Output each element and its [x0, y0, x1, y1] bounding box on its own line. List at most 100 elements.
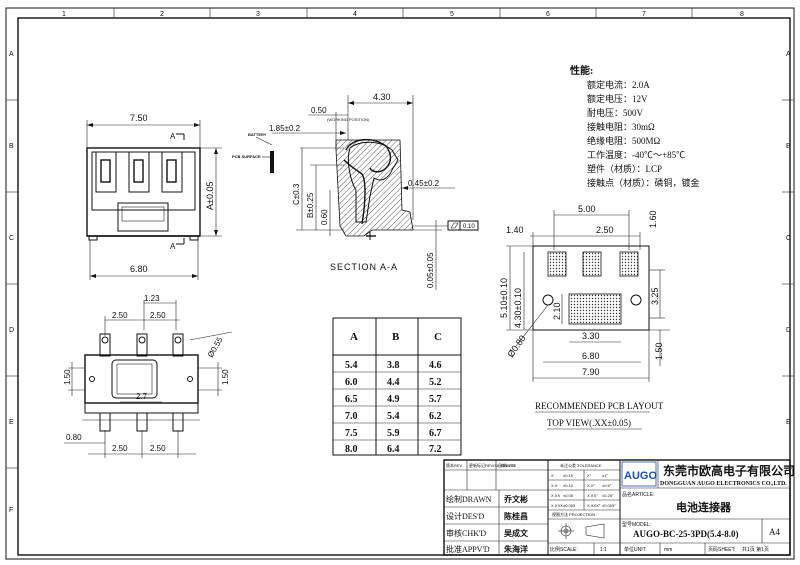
dim-pcb-160: 1.60	[648, 210, 658, 228]
table-cell: 4.4	[387, 377, 400, 388]
grid-row-e-right: E	[786, 419, 791, 426]
table-cell: 5.9	[387, 428, 400, 439]
check-label: 审核CHK'D	[446, 528, 486, 538]
table-cell: 7.5	[345, 428, 358, 439]
table-header-c: C	[434, 331, 442, 343]
model-label: 型号MODEL:	[622, 521, 651, 528]
spec-line: 接触电阻：30mΩ	[587, 121, 655, 132]
article-label: 品名ARTICLE:	[622, 491, 654, 498]
dim-pcb-330: 3.30	[582, 331, 600, 341]
dim-pcb-500: 5.00	[578, 204, 596, 214]
tol-cell: ±1°	[602, 473, 608, 478]
company-cn: 东莞市欧高电子有限公司	[663, 463, 795, 478]
dim-section-width: 4.30	[373, 92, 391, 102]
date-header: 日期DATE	[498, 462, 517, 468]
dim-pcb-250: 2.50	[596, 225, 614, 235]
table-header-b: B	[392, 331, 400, 343]
approve-label: 批准APPV'D	[446, 544, 490, 554]
grid-col-4: 4	[353, 11, 357, 18]
change-header: 更新标记REVISIONNOTE	[469, 462, 516, 468]
dim-bottom-080: 0.80	[66, 433, 82, 442]
grid-col-3: 3	[256, 11, 260, 18]
grid-row-a: A	[9, 51, 14, 58]
tol-cell: ±0.05	[563, 493, 574, 498]
table-cell: 5.4	[387, 411, 400, 422]
grid-col-7: 7	[642, 11, 646, 18]
pcb-subcaption: TOP VIEW(.XX±0.05)	[547, 418, 631, 428]
grid-row-b: B	[9, 143, 14, 150]
tol-cell: ±0.15	[563, 473, 574, 478]
title-block: 版本REV. 更新标记REVISIONNOTE 日期DATE 未注公差 TOLE…	[443, 459, 795, 556]
unit-label: 单位UNIT:	[624, 546, 647, 553]
drawn-by: 乔文彬	[503, 494, 528, 504]
tol-cell: ±0.10	[563, 483, 574, 488]
spec-line: 工作温度：-40℃～+85℃	[587, 149, 685, 160]
tol-cell: X°	[587, 473, 592, 478]
specs-block: 性能: 额定电流：2.0A 额定电压：12V 耐电压：500V 接触电阻：30m…	[569, 64, 700, 188]
grid-row-d-right: D	[786, 327, 791, 334]
dim-pcb-510: 5.10±0.10	[499, 278, 509, 318]
dim-section-offset: 0.50	[311, 106, 327, 115]
drawn-label: 绘制DRAWN	[446, 494, 492, 504]
unit-value: mm	[664, 547, 672, 553]
working-position-label: (WORKING POSITION)	[327, 117, 370, 122]
tol-cell: ±0.005	[563, 503, 576, 508]
design-label: 设计DES'D	[446, 511, 485, 521]
spec-line: 塑件（材质）：LCP	[587, 163, 662, 174]
table-cell: 5.2	[429, 377, 442, 388]
dim-pcb-hole: Ø0.80	[505, 333, 527, 359]
table-cell: 6.7	[429, 428, 442, 439]
spec-line: 耐电压：500V	[587, 107, 644, 118]
grid-row-e: E	[9, 419, 14, 426]
grid-col-1: 1	[62, 11, 66, 18]
tolerance-header: 未注公差 TOLERANCE	[560, 462, 602, 468]
grid-row-c-right: C	[786, 235, 791, 242]
dim-front-height: A±0.05	[205, 182, 215, 210]
grid-col-6: 6	[546, 11, 550, 18]
bottom-view: 1.23 2.50 2.50 Ø0.55 1.50 1.50	[63, 294, 233, 458]
grid-row-b-right: B	[786, 143, 791, 150]
dim-bottom-side-left: 1.50	[63, 369, 72, 385]
augo-logo-text: AUGO	[624, 470, 657, 482]
dim-pcb-325: 3.25	[650, 287, 660, 305]
outer-border	[5, 7, 795, 560]
rev-header: 版本REV.	[446, 462, 463, 468]
tol-cell: X.XXX°	[587, 503, 601, 508]
front-view: 7.50 A A A±0.05 6.80	[86, 113, 222, 280]
pcb-layout: 5.00 1.40 2.50 1.60 5.10±0.10 4.30±0.10 …	[499, 204, 670, 430]
dim-bottom-pitch-b: 2.50	[150, 311, 166, 320]
battery-label: BATTERY	[248, 132, 267, 137]
dim-section-flat: 0.05±0.05	[426, 252, 435, 288]
section-view: 4.30 0.50 (WORKING POSITION) 1.85±0.2 BA…	[232, 92, 479, 290]
augo-logo	[621, 461, 657, 487]
table-cell: 5.7	[429, 394, 442, 405]
pcb-surface-label: PCB SURFACE	[232, 154, 261, 159]
specs-title: 性能:	[569, 64, 593, 77]
table-cell: 6.0	[345, 377, 358, 388]
tol-cell: X	[551, 473, 554, 478]
projection-label: 视图方法 PROJECTION	[552, 511, 595, 517]
tol-cell: X.X°	[587, 483, 595, 488]
table-cell: 6.5	[345, 394, 358, 405]
dim-front-width: 7.50	[130, 113, 148, 123]
dim-pcb-790: 7.90	[582, 367, 600, 377]
dim-pcb-430: 4.30±0.10	[513, 288, 523, 328]
section-caption: SECTION A-A	[330, 262, 398, 272]
dim-bottom-center: 2.7	[136, 392, 148, 401]
inner-border	[17, 17, 791, 556]
spec-line: 额定电压：12V	[587, 93, 648, 104]
table-cell: 3.8	[387, 360, 400, 371]
grid-row-a-right: A	[786, 51, 791, 58]
dim-section-height: 0.60	[320, 209, 329, 225]
grid-row-d: D	[9, 327, 14, 334]
dim-section-tail: 0.45±0.2	[408, 179, 440, 188]
spec-line: 额定电流：2.0A	[587, 79, 650, 90]
tol-cell: ±0.5°	[602, 483, 612, 488]
dim-section-c: C±0.3	[292, 183, 301, 205]
table-cell: 5.4	[345, 360, 358, 371]
tol-cell: X.XX	[551, 493, 560, 498]
dim-bottom-pitch-d: 2.50	[150, 444, 166, 453]
paper-size: A4	[769, 527, 780, 537]
dimension-table: A B C 5.4 3.8 4.6 6.0 4.4 5.2 6.5 4.9 5.…	[332, 317, 462, 456]
